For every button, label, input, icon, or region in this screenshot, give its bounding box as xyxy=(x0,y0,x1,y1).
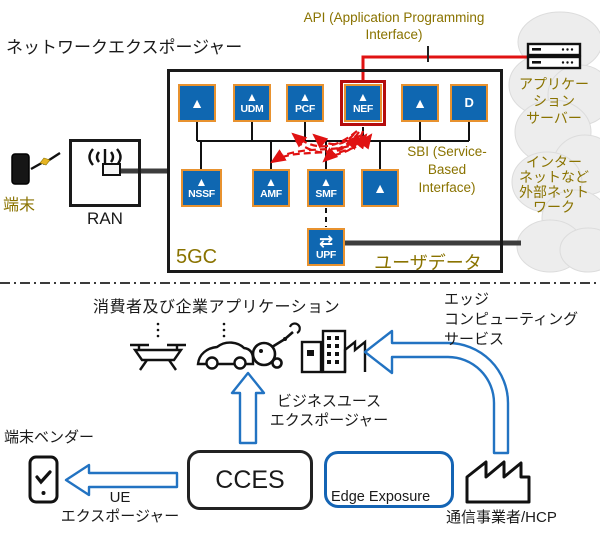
nf-label: NEF xyxy=(352,103,374,115)
ue-exposure-label-line2: エクスポージャー xyxy=(60,508,180,525)
business-exposure-up-arrow xyxy=(230,371,266,445)
user-data-label: ユーザデータ xyxy=(374,253,482,273)
app-server-label-line3: サーバー xyxy=(526,110,582,126)
nf-label: UDM xyxy=(240,103,264,115)
nf-triangle-icon: ▲ xyxy=(413,95,427,111)
apps-title: 消費者及び企業アプリケーション xyxy=(93,299,341,316)
radio-link-icon xyxy=(30,151,61,171)
nf-box-nssf: ▲ NSSF xyxy=(181,169,222,207)
cces-label: CCES xyxy=(215,465,285,494)
car-icon xyxy=(196,322,255,370)
edge-service-label-line2: コンピューティング xyxy=(444,311,579,328)
robot-arm-icon xyxy=(251,322,301,369)
nf-box-unnamed-2: ▲ xyxy=(401,84,439,122)
ue-exposure-left-arrow xyxy=(64,463,179,497)
nf-label: UPF xyxy=(315,248,337,261)
edge-service-label-line1: エッジ xyxy=(444,291,490,308)
nf-triangle-icon: ▲ xyxy=(195,175,208,189)
ue-exposure-label-line1: UE xyxy=(109,489,131,506)
sbi-label-line3: Interface) xyxy=(418,180,476,195)
nf-triangle-icon: ▲ xyxy=(320,175,332,189)
nf-box-amf: ▲ AMF xyxy=(252,169,290,207)
external-network-label-line4: ワーク xyxy=(533,199,575,215)
business-exposure-label-line2: エクスポージャー xyxy=(269,412,389,429)
antenna-icon xyxy=(88,148,122,176)
drone-icon xyxy=(130,322,186,371)
nf-triangle-icon: ▲ xyxy=(299,90,311,104)
nf-box-upf: ⇄ UPF xyxy=(307,228,345,266)
buildings-icon xyxy=(300,329,367,374)
external-network-label-line2: ネットなど xyxy=(519,169,589,185)
app-server-label-line2: ション xyxy=(533,93,575,109)
nf-label: NSSF xyxy=(188,188,215,200)
app-server-label-line1: アプリケー xyxy=(519,76,589,92)
nf-box-smf: ▲ SMF xyxy=(307,169,345,207)
nef-service-flows xyxy=(270,130,373,164)
edge-service-curved-arrow xyxy=(363,329,510,455)
upf-exchange-icon: ⇄ xyxy=(318,231,334,251)
user-plane-lines xyxy=(119,168,521,246)
edge-service-label-line3: サービス xyxy=(444,331,505,348)
network-exposure-title: ネットワークエクスポージャー xyxy=(6,38,243,57)
nf-box-unnamed-3: ▲ xyxy=(361,169,399,207)
sbi-label-line1: SBI (Service- xyxy=(407,144,487,159)
nf-box-unnamed-1: ▲ xyxy=(178,84,216,122)
device-phone-icon xyxy=(11,153,30,185)
edge-exposure-label: Edge Exposure xyxy=(331,489,431,505)
api-label-line1: API (Application Programming xyxy=(303,10,485,25)
ran-label: RAN xyxy=(87,209,123,228)
nf-triangle-icon: ▲ xyxy=(246,90,258,104)
device-vendor-label: 端末ベンダー xyxy=(4,429,95,446)
nf-label: D xyxy=(464,95,474,110)
edge-exposure-box xyxy=(324,451,454,508)
nf-box-udm: ▲ UDM xyxy=(233,84,271,122)
external-network-label-line1: インター xyxy=(526,154,582,170)
nf-label: AMF xyxy=(260,188,282,200)
api-red-line xyxy=(361,55,531,80)
external-network-label-line3: 外部ネット xyxy=(519,184,589,200)
cces-box: CCES xyxy=(187,450,313,510)
nf-box-d: D xyxy=(450,84,488,122)
business-exposure-label-line1: ビジネスユース xyxy=(276,393,382,410)
device-label: 端末 xyxy=(3,197,36,214)
nf-triangle-icon: ▲ xyxy=(373,180,387,196)
operator-label: 通信事業者/HCP xyxy=(446,509,557,526)
nf-label: SMF xyxy=(315,188,337,200)
ran-box xyxy=(69,139,141,207)
api-label-line2: Interface) xyxy=(365,27,423,42)
nf-box-pcf: ▲ PCF xyxy=(286,84,324,122)
nf-box-nef: ▲ NEF xyxy=(344,84,382,122)
nf-triangle-icon: ▲ xyxy=(190,95,204,111)
core-5gc-box xyxy=(167,69,503,273)
vendor-phone-icon xyxy=(28,455,59,504)
nf-triangle-icon: ▲ xyxy=(265,175,277,189)
nf-label: PCF xyxy=(294,103,316,115)
sbi-label-line2: Based xyxy=(427,162,467,177)
core-5gc-label: 5GC xyxy=(176,246,218,268)
app-server-icon xyxy=(526,42,582,70)
factory-icon xyxy=(465,460,531,504)
nf-triangle-icon: ▲ xyxy=(357,90,369,104)
